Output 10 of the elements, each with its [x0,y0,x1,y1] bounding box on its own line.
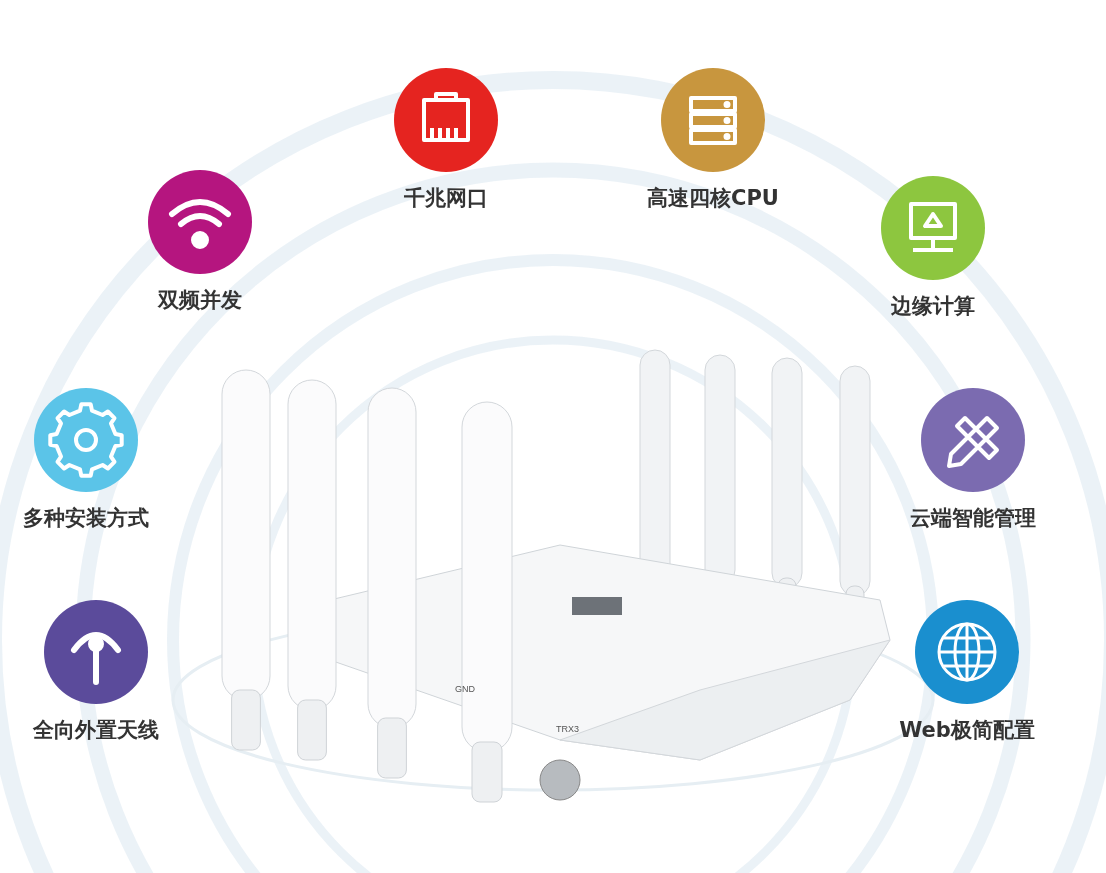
feature-label: 边缘计算 [891,293,975,320]
port-label: TRX3 [556,724,579,734]
port-label: GND [455,684,475,694]
feature-label: 双频并发 [158,287,242,314]
feature-label: 全向外置天线 [33,717,159,744]
feature-label: 高速四核CPU [647,185,779,212]
feature-label: 云端智能管理 [910,505,1036,532]
feature-label: Web极简配置 [899,717,1035,744]
feature-label: 千兆网口 [404,185,488,212]
feature-label: 多种安装方式 [23,505,149,532]
